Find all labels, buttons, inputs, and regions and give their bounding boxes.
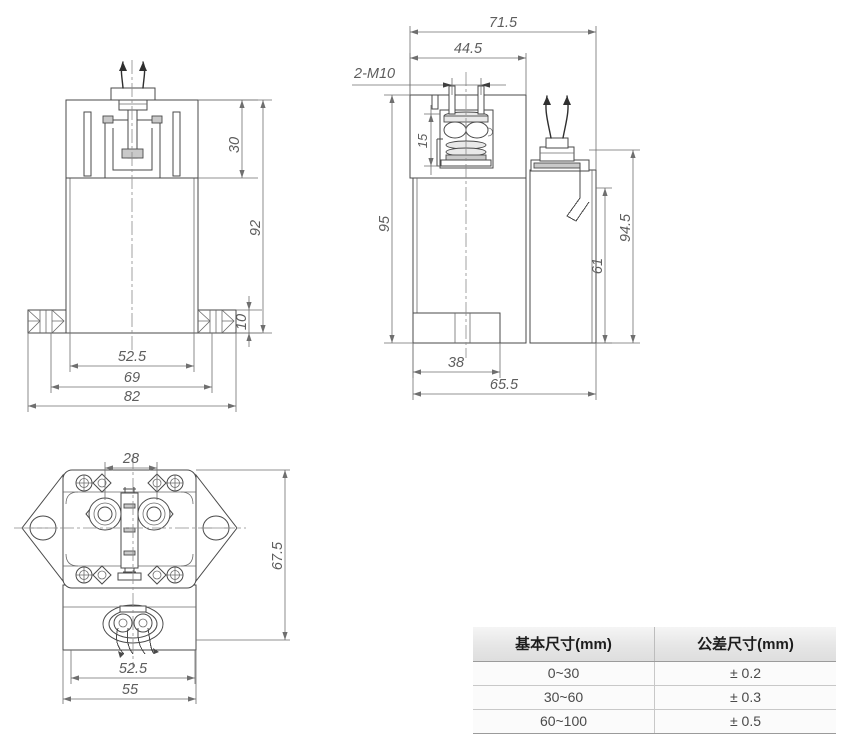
- side-ext-44-5: [409, 53, 527, 95]
- side-solenoid-section: [436, 109, 494, 169]
- dim-92-label: 92: [248, 220, 264, 236]
- top-plate-fillets: [65, 491, 194, 567]
- top-ext-67-5: [196, 469, 290, 641]
- dim-52-5-label: 52.5: [118, 349, 147, 365]
- front-view: 30 92 10 52.5 69 82: [27, 60, 272, 412]
- top-view: 28 67.5 52.5 55: [14, 451, 290, 704]
- front-wire-right-tip: [139, 62, 147, 71]
- dim-28-label: 28: [122, 451, 139, 467]
- top-screw-group: [75, 473, 184, 585]
- front-inner-frame: [112, 128, 153, 171]
- cell-range: 0~30: [473, 661, 655, 686]
- front-body-edge: [69, 178, 195, 333]
- side-connector-cap: [545, 137, 569, 149]
- top-terminal-top-tab: [123, 487, 136, 493]
- side-bracket-arm: [566, 163, 590, 222]
- top-terminal-3: [123, 550, 136, 556]
- top-bolt-bl: [92, 565, 112, 585]
- side-connector-body: [539, 146, 575, 162]
- side-wire-right-tip: [563, 96, 571, 105]
- table-row: 30~60 ± 0.3: [473, 685, 836, 710]
- side-valve-body: [529, 169, 597, 344]
- dim-95-label: 95: [377, 215, 393, 232]
- top-screw-tl: [75, 474, 93, 492]
- top-terminal-foot: [117, 572, 142, 581]
- dim-15-label: 15: [415, 133, 430, 148]
- cell-tolerance: ± 0.2: [654, 661, 836, 686]
- dim-65-5-label: 65.5: [490, 377, 519, 393]
- top-terminal-1: [123, 503, 136, 509]
- tolerance-table-header-row: 基本尺寸(mm) 公差尺寸(mm): [473, 627, 836, 662]
- front-ext-52-5: [69, 333, 195, 372]
- cell-tolerance: ± 0.3: [654, 685, 836, 710]
- tolerance-table-body: 0~30 ± 0.2 30~60 ± 0.3 60~100 ± 0.5: [473, 661, 836, 734]
- cell-tolerance: ± 0.5: [654, 709, 836, 734]
- dim-67-5-label: 67.5: [270, 541, 286, 570]
- side-base-detail: [454, 313, 471, 343]
- dim-82-label: 82: [124, 389, 140, 405]
- dim-30-label: 30: [227, 137, 243, 153]
- front-arrow-10: [246, 302, 252, 341]
- front-flange-left: [27, 309, 67, 334]
- front-slot-right: [172, 111, 181, 177]
- front-bolt-left: [102, 115, 114, 124]
- side-base: [412, 312, 501, 344]
- dim-10-label: 10: [234, 314, 250, 330]
- tolerance-table: 基本尺寸(mm) 公差尺寸(mm) 0~30 ± 0.2 30~60 ± 0.3…: [473, 627, 836, 734]
- dim-71-5-label: 71.5: [489, 15, 518, 31]
- side-stud-outer: [431, 94, 439, 110]
- top-bolt-br: [147, 565, 167, 585]
- dim-55-label: 55: [122, 682, 139, 698]
- dim-61-label: 61: [590, 258, 606, 274]
- front-bolt-right: [151, 115, 163, 124]
- front-ext-92: [198, 99, 272, 334]
- side-ext-95: [384, 94, 413, 344]
- front-flange-right: [197, 309, 237, 334]
- dim-44-5-label: 44.5: [454, 41, 483, 57]
- top-bolt-tl: [92, 473, 112, 493]
- table-row: 60~100 ± 0.5: [473, 709, 836, 734]
- side-ext-61: [596, 187, 612, 344]
- top-ext-55: [62, 650, 197, 704]
- front-connector-neck: [118, 99, 148, 111]
- side-ext-15: [424, 113, 440, 167]
- side-ext-2m10: [451, 78, 482, 95]
- side-ext-94-5: [589, 149, 640, 344]
- dim-94-5-label: 94.5: [618, 213, 634, 242]
- top-screw-br: [166, 566, 184, 584]
- label-2-m10: 2-M10: [353, 66, 395, 82]
- tolerance-table-head: 基本尺寸(mm) 公差尺寸(mm): [473, 627, 836, 662]
- front-stem-foot: [121, 148, 144, 159]
- table-row: 0~30 ± 0.2: [473, 661, 836, 686]
- dim-69-label: 69: [124, 370, 140, 386]
- top-screw-bl: [75, 566, 93, 584]
- front-wire-left-tip: [119, 62, 127, 71]
- dim-38-label: 38: [448, 355, 464, 371]
- side-wire-left-tip: [543, 96, 551, 105]
- header-basic-size: 基本尺寸(mm): [473, 627, 655, 662]
- front-arrow-30: [239, 100, 245, 178]
- side-ext-65-5: [412, 343, 597, 400]
- front-ext-82: [27, 333, 237, 412]
- top-screw-tr: [166, 474, 184, 492]
- dim-52-5-label-top: 52.5: [119, 661, 148, 677]
- front-slot-left: [83, 111, 92, 177]
- front-ext-69: [50, 333, 213, 393]
- cell-range: 60~100: [473, 709, 655, 734]
- front-connector-cap: [110, 87, 156, 101]
- cell-range: 30~60: [473, 685, 655, 710]
- header-tolerance: 公差尺寸(mm): [654, 627, 836, 662]
- side-view: 71.5 44.5 2-M10 15 95 94.: [352, 15, 640, 400]
- side-body: [412, 177, 527, 344]
- side-connector-plate: [533, 162, 581, 169]
